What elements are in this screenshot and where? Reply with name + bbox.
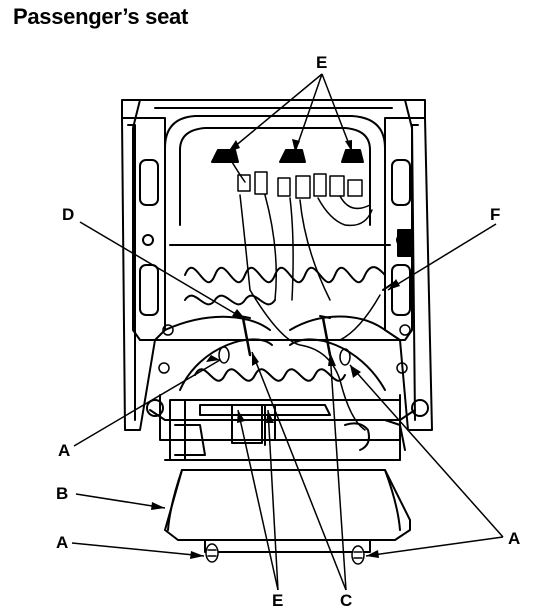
upper-harness (231, 161, 373, 301)
callout-d: D (62, 205, 75, 224)
callout-e-top: E (316, 53, 328, 72)
lower-frame (149, 399, 416, 461)
page-title: Passenger’s seat (13, 4, 188, 29)
bottom-clips (205, 543, 365, 565)
callout-f: F (490, 205, 501, 224)
bottom-trim-cover (164, 469, 411, 553)
left-side-rail (121, 99, 166, 431)
arrow-heads (151, 139, 400, 559)
callout-a-left-mid: A (58, 441, 71, 460)
leader-lines (71, 73, 504, 591)
top-hooks (211, 149, 364, 163)
seat-back-springs (169, 244, 391, 306)
callout-e-bottom: E (272, 591, 284, 610)
callout-c-bottom: C (340, 591, 353, 610)
right-side-rail (384, 99, 433, 431)
callout-a-right: A (508, 529, 521, 548)
cushion-springs (158, 324, 411, 374)
callout-b: B (56, 484, 69, 503)
callout-a-left-bottom: A (56, 533, 69, 552)
